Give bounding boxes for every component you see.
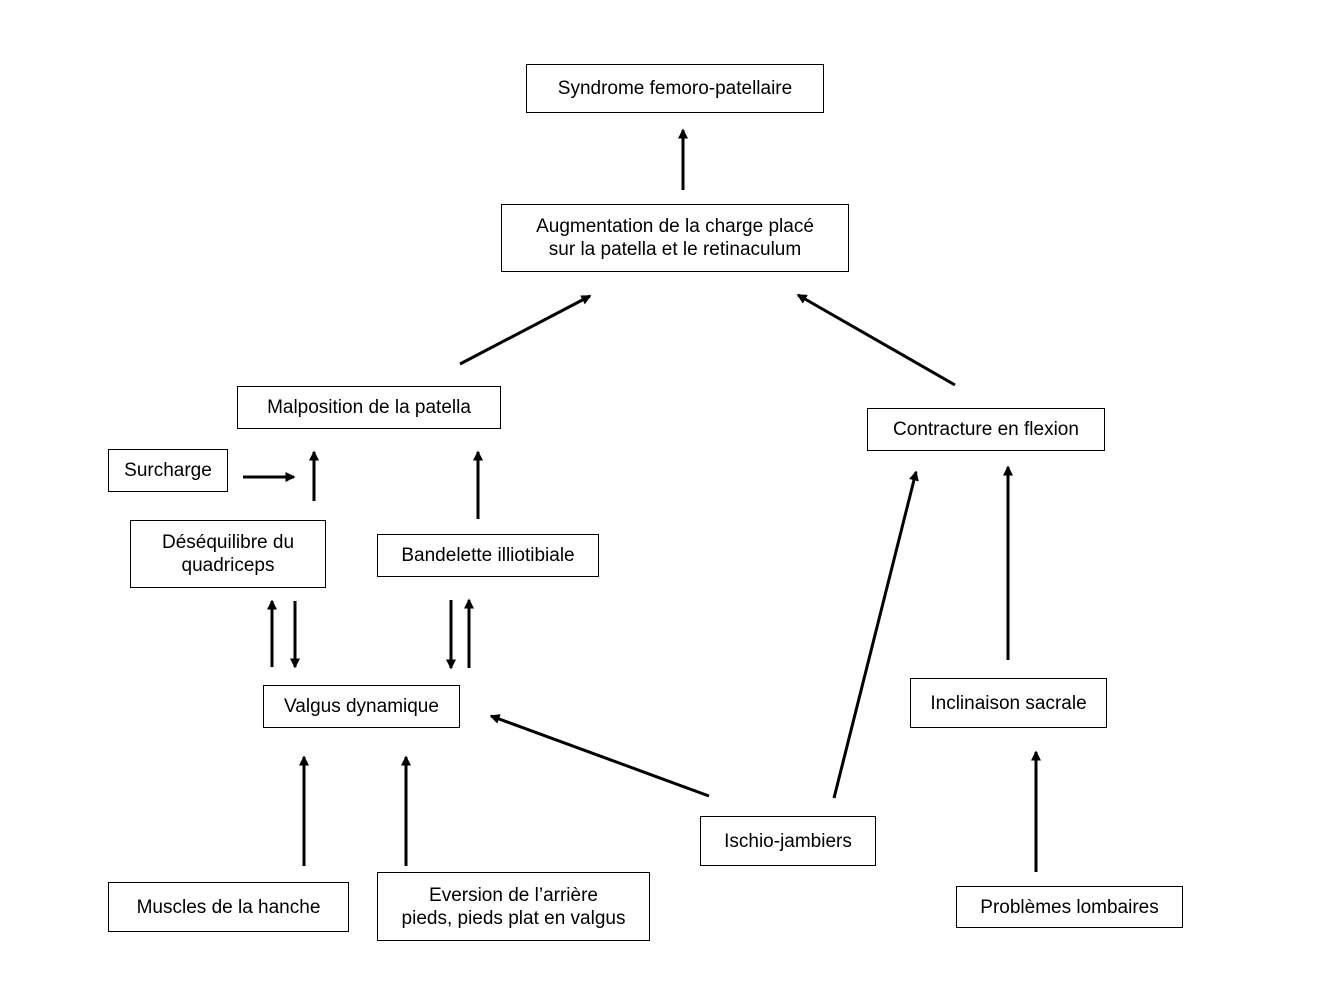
node-bandelette-illiotibiale: Bandelette illiotibiale	[377, 534, 599, 577]
node-desequilibre-quadriceps: Déséquilibre du quadriceps	[130, 520, 326, 588]
node-label: Muscles de la hanche	[136, 896, 321, 918]
node-label-line-1: Eversion de l’arrière	[429, 884, 598, 906]
node-label: Valgus dynamique	[284, 696, 439, 717]
node-surcharge: Surcharge	[108, 449, 228, 492]
node-valgus-dynamique: Valgus dynamique	[263, 685, 460, 728]
node-problemes-lombaires: Problèmes lombaires	[956, 886, 1183, 928]
node-label-line-2: pieds, pieds plat en valgus	[401, 907, 626, 929]
arrow-ischio-to-contracture	[832, 470, 919, 799]
node-ischio-jambiers: Ischio-jambiers	[700, 816, 876, 866]
node-eversion-arriere-pieds: Eversion de l’arrière pieds, pieds plat …	[377, 872, 650, 941]
node-label-line-1: Augmentation de la charge placé	[536, 216, 814, 237]
node-label: Syndrome femoro-patellaire	[557, 78, 793, 99]
node-label: Bandelette illiotibiale	[401, 545, 575, 566]
node-muscles-hanche: Muscles de la hanche	[108, 882, 349, 932]
arrow-ischio-to-valgus	[489, 714, 710, 798]
node-label: Inclinaison sacrale	[930, 692, 1087, 714]
arrow-contracture-to-augmentation	[796, 293, 956, 387]
node-label: Problèmes lombaires	[980, 896, 1159, 918]
node-label: Surcharge	[124, 460, 212, 481]
node-label-line-1: Déséquilibre du	[161, 532, 295, 553]
node-label: Contracture en flexion	[893, 419, 1079, 440]
node-label-line-2: sur la patella et le retinaculum	[548, 239, 802, 260]
node-malposition-patella: Malposition de la patella	[237, 386, 501, 429]
node-inclinaison-sacrale: Inclinaison sacrale	[910, 678, 1107, 728]
node-contracture-flexion: Contracture en flexion	[867, 408, 1105, 451]
node-augmentation-charge: Augmentation de la charge placé sur la p…	[501, 204, 849, 272]
node-syndrome-femoro-patellaire: Syndrome femoro-patellaire	[526, 64, 824, 113]
node-label: Malposition de la patella	[267, 397, 471, 418]
arrow-malposition-to-augmentation	[459, 294, 592, 366]
node-label: Ischio-jambiers	[724, 830, 852, 852]
node-label-line-2: quadriceps	[181, 555, 275, 576]
